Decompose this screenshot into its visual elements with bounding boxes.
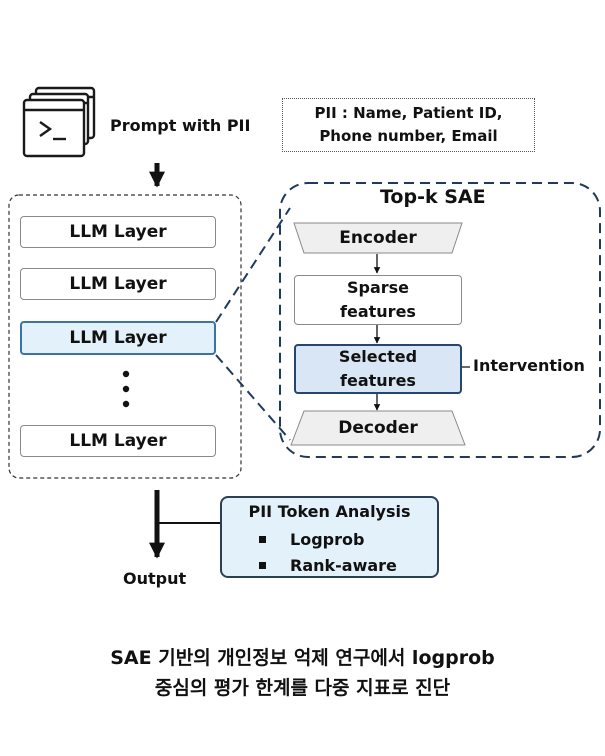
intervention-label: Intervention: [473, 356, 585, 375]
zoom-connector-top: [215, 207, 291, 323]
sparse-line-1: Sparse: [346, 278, 410, 297]
llm-layer-last: LLM Layer: [20, 425, 216, 457]
selected-line-1: Selected: [338, 347, 418, 366]
bullet-square-icon: [259, 562, 266, 569]
pii-line-2: Phone number, Email: [319, 127, 498, 145]
sae-title: Top-k SAE: [380, 186, 486, 208]
analysis-item-label: Rank-aware: [290, 556, 397, 575]
encoder-label: Encoder: [339, 228, 417, 248]
encoder-shape: [293, 222, 463, 254]
pii-line-1: PII : Name, Patient ID,: [314, 104, 503, 122]
terminal-window-icon: [22, 86, 96, 158]
zoom-connector-bottom: [215, 354, 291, 441]
analysis-item-rank-aware: Rank-aware: [259, 556, 397, 575]
sparse-line-2: features: [340, 302, 416, 321]
pii-definition-box: PII : Name, Patient ID, Phone number, Em…: [282, 98, 535, 152]
decoder-label: Decoder: [338, 418, 418, 438]
llm-layer-selected: LLM Layer: [20, 321, 216, 355]
ellipsis-dots: [122, 370, 130, 408]
prompt-label: Prompt with PII: [110, 116, 251, 135]
pii-token-analysis-box: PII Token Analysis Logprob Rank-aware: [220, 496, 439, 578]
llm-layer-1: LLM Layer: [20, 216, 216, 248]
analysis-item-label: Logprob: [290, 530, 365, 549]
selected-features-box: Selected features: [294, 344, 462, 394]
caption-line-2: 중심의 평가 한계를 다중 지표로 진단: [154, 677, 451, 699]
bullet-square-icon: [259, 536, 266, 543]
selected-line-2: features: [340, 371, 416, 390]
caption-line-1: SAE 기반의 개인정보 억제 연구에서 logprob: [110, 647, 495, 669]
output-label: Output: [123, 569, 187, 588]
llm-stack-container: [8, 194, 242, 479]
decoder-shape: [290, 410, 466, 446]
sae-panel: [279, 182, 601, 458]
analysis-title: PII Token Analysis: [248, 502, 411, 521]
sparse-features-box: Sparse features: [294, 275, 462, 325]
llm-layer-2: LLM Layer: [20, 268, 216, 300]
analysis-item-logprob: Logprob: [259, 530, 364, 549]
